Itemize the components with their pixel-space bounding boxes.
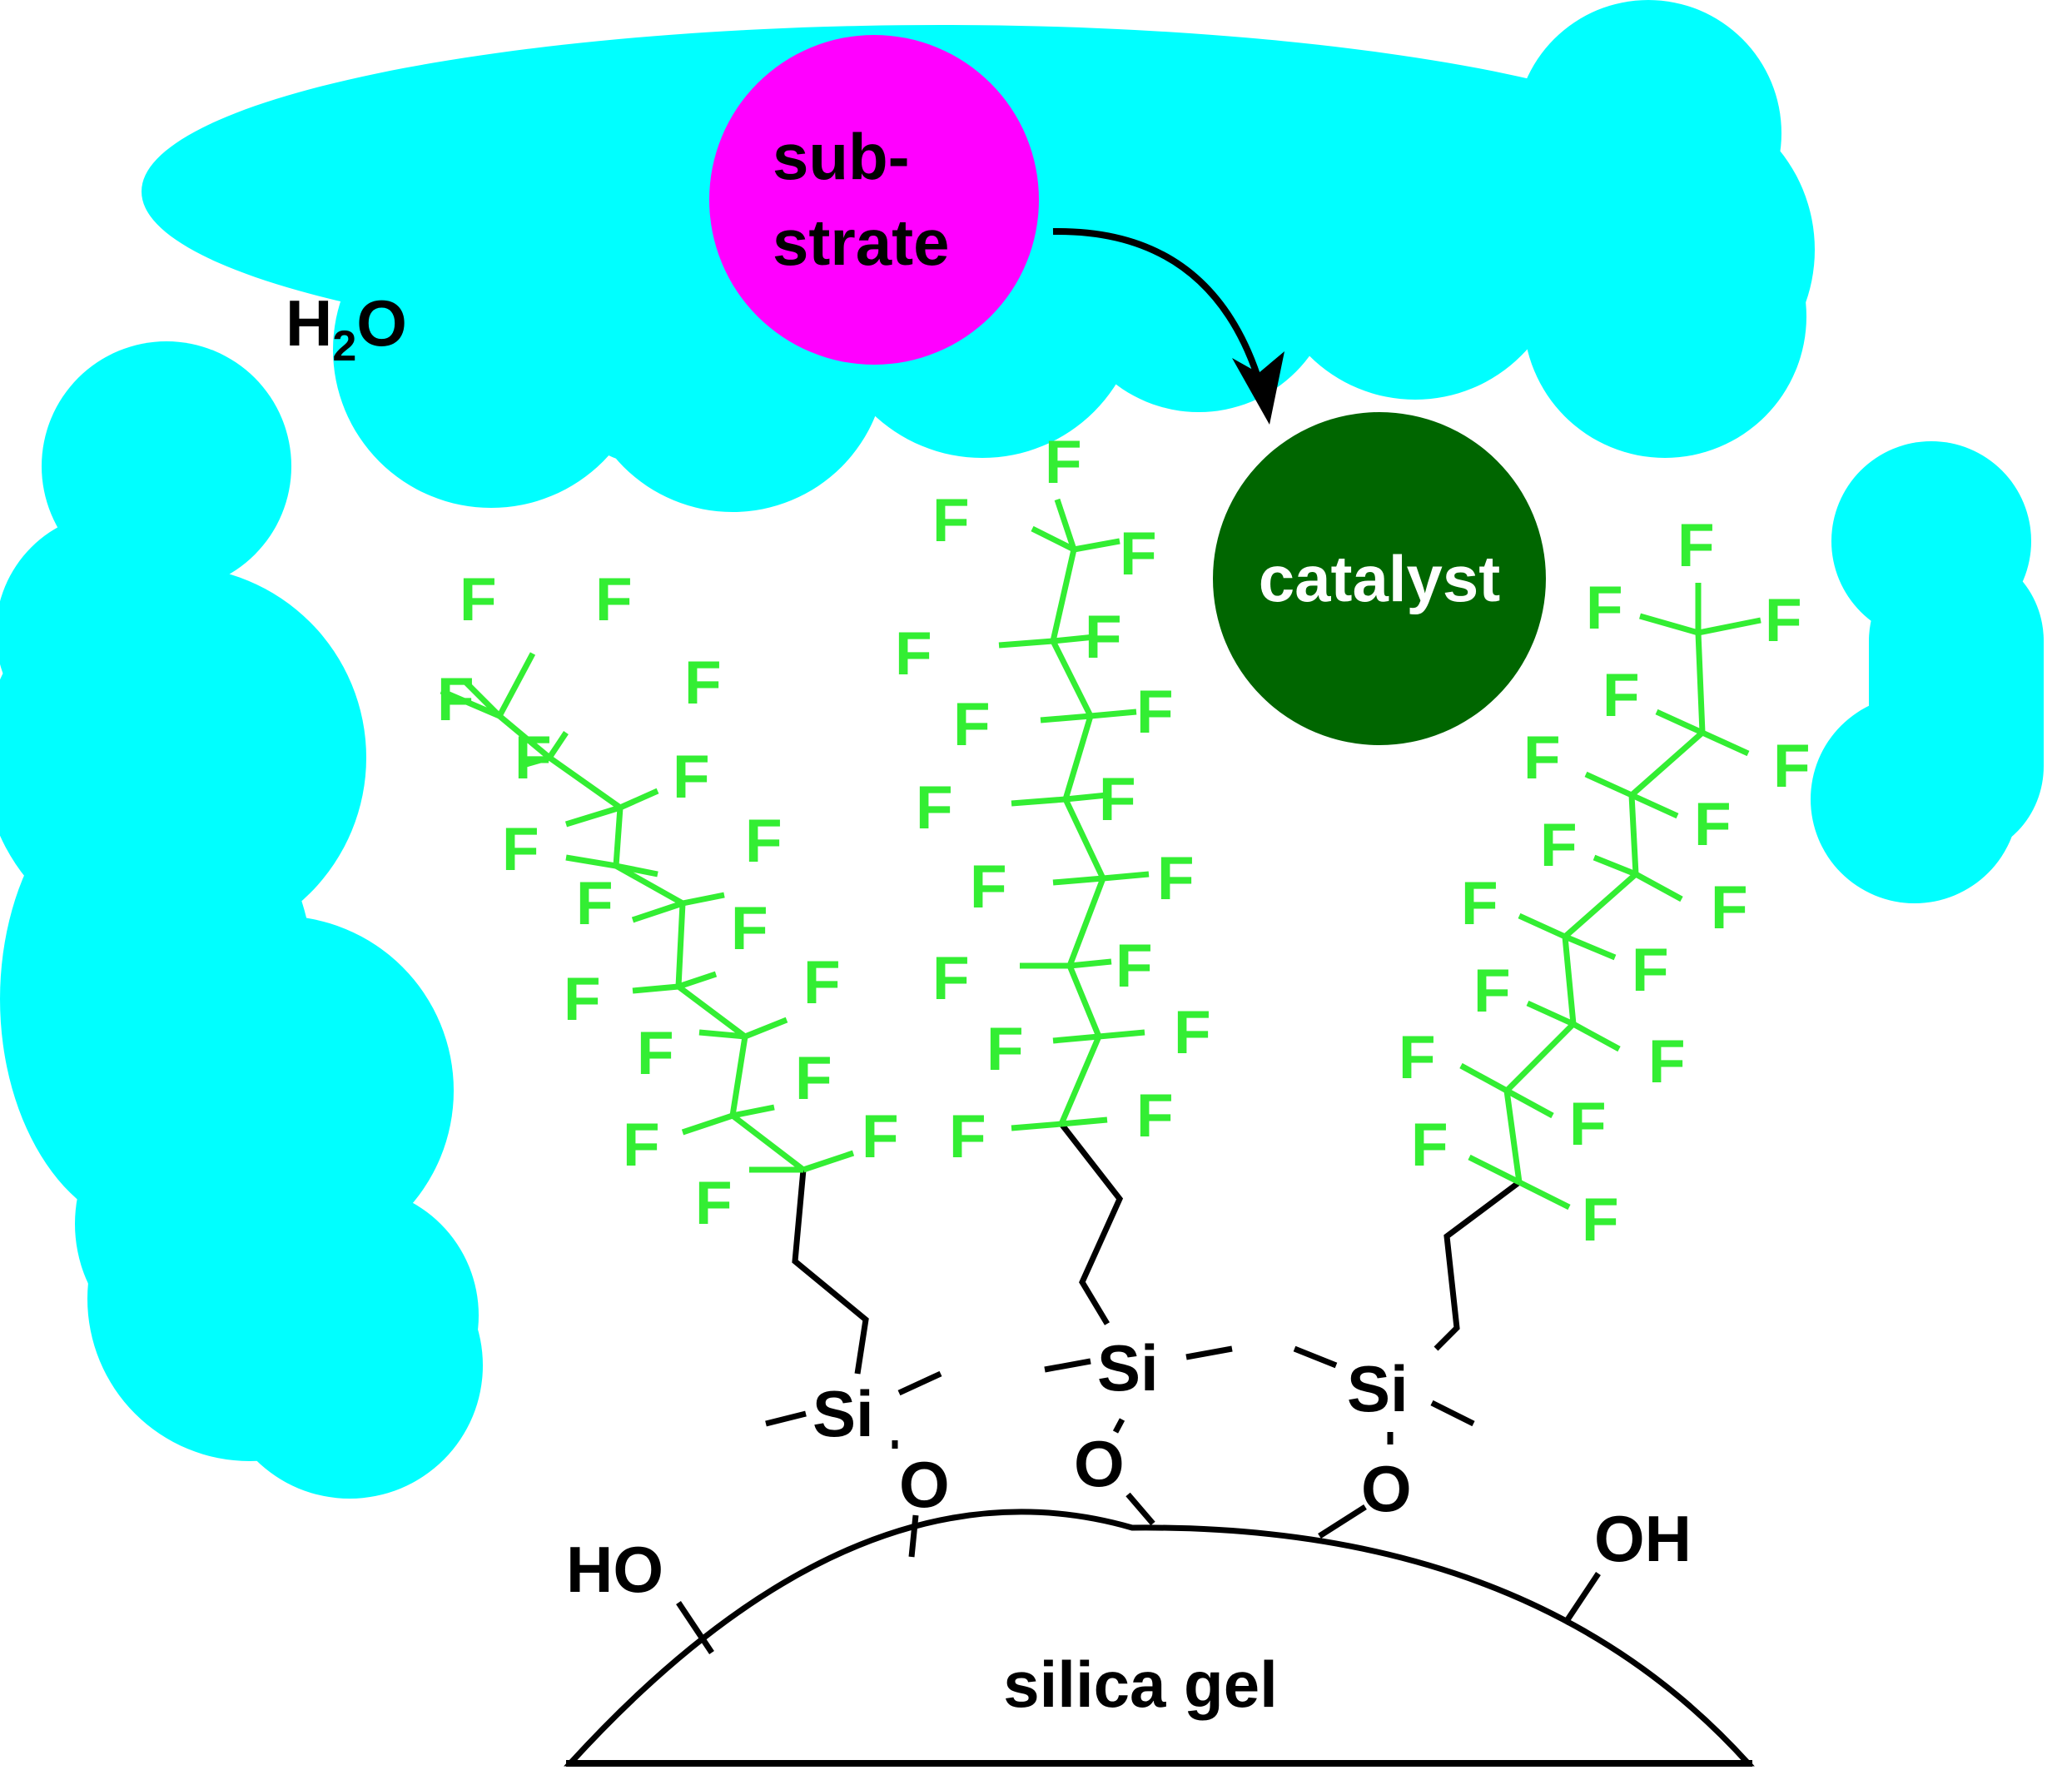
silicon-middle: Si (1097, 1331, 1159, 1405)
svg-text:F: F (1116, 932, 1153, 1000)
svg-text:F: F (862, 1103, 899, 1171)
silica-label: silica gel (1003, 1648, 1278, 1721)
svg-text:F: F (949, 1103, 986, 1171)
svg-text:F: F (437, 666, 475, 733)
svg-text:F: F (1711, 874, 1748, 942)
svg-text:F: F (795, 1045, 832, 1112)
svg-text:F: F (932, 487, 970, 554)
svg-text:F: F (695, 1170, 733, 1237)
svg-text:F: F (595, 566, 633, 634)
fluorous-chain-middle: F F F F F F F F F F F F F F F F F (895, 429, 1211, 1171)
silicon-left: Si (812, 1377, 874, 1450)
water-label: H2O (286, 286, 407, 370)
svg-text:F: F (1523, 724, 1561, 792)
fluorous-chain-left: F F F F F F F F F F F F F F F F F (437, 566, 899, 1237)
svg-text:F: F (932, 945, 970, 1012)
water-cloud-main (0, 0, 1815, 1499)
svg-text:F: F (1136, 1082, 1174, 1150)
substrate-particle: sub- strate (709, 35, 1039, 365)
svg-text:F: F (673, 743, 710, 811)
svg-text:F: F (1174, 999, 1211, 1067)
svg-text:F: F (1085, 604, 1122, 671)
fluorine-atoms-middle: F F F F F F F F F F F F F F F F F (895, 429, 1211, 1171)
svg-text:F: F (986, 1016, 1024, 1083)
oxygen-right: O (1361, 1452, 1412, 1525)
svg-text:F: F (460, 566, 497, 634)
svg-text:F: F (1773, 733, 1811, 800)
svg-text:F: F (970, 853, 1007, 921)
silicon-right: Si (1347, 1352, 1409, 1425)
svg-text:F: F (1586, 574, 1623, 642)
svg-text:F: F (1765, 587, 1802, 654)
svg-text:F: F (514, 724, 552, 792)
svg-text:F: F (637, 1020, 674, 1087)
linker-atoms: Si O Si O Si O (812, 1331, 1412, 1525)
catalyst-particle: catalyst (1213, 412, 1546, 745)
water-phase: H2O (0, 0, 2044, 1499)
fluorine-atoms-right: F F F F F F F F F F F F F F F F F (1399, 512, 1811, 1254)
oxygen-middle: O (1074, 1427, 1125, 1500)
svg-text:F: F (623, 1111, 660, 1179)
svg-text:F: F (1540, 812, 1578, 879)
svg-text:F: F (1099, 766, 1136, 833)
hydroxyl-left: HO (566, 1533, 663, 1606)
svg-text:F: F (1157, 845, 1195, 912)
svg-text:F: F (576, 870, 614, 937)
substrate-label-line2: strate (773, 206, 949, 279)
svg-text:F: F (895, 620, 932, 688)
svg-text:F: F (1473, 957, 1511, 1025)
svg-text:F: F (803, 949, 841, 1017)
svg-text:F: F (1582, 1186, 1619, 1254)
svg-text:F: F (1399, 1024, 1436, 1091)
svg-text:F: F (1045, 429, 1082, 496)
svg-text:F: F (502, 816, 539, 883)
svg-text:F: F (1648, 1028, 1686, 1096)
fluorine-atoms-left: F F F F F F F F F F F F F F F F F (437, 566, 899, 1237)
substrate-label-line1: sub- (773, 120, 910, 193)
svg-text:F: F (684, 649, 722, 717)
transfer-arrow (1052, 227, 1284, 425)
svg-text:F: F (1569, 1091, 1607, 1158)
svg-text:F: F (953, 691, 991, 758)
svg-text:F: F (916, 774, 953, 842)
svg-text:F: F (1677, 512, 1715, 579)
hydroxyl-right: OH (1594, 1502, 1692, 1575)
svg-text:F: F (1120, 520, 1157, 588)
svg-text:F: F (1461, 870, 1498, 937)
water-cloud-right (1811, 441, 2044, 903)
oxygen-left: O (899, 1448, 950, 1521)
siloxane-linkers (765, 1121, 1522, 1558)
catalyst-label: catalyst (1259, 542, 1501, 615)
svg-text:F: F (1136, 679, 1174, 746)
svg-text:F: F (1602, 662, 1640, 729)
svg-text:F: F (1411, 1111, 1448, 1179)
svg-text:F: F (745, 808, 783, 875)
fluorous-chain-right: F F F F F F F F F F F F F F F F F (1399, 512, 1811, 1254)
svg-text:F: F (731, 895, 768, 962)
svg-text:F: F (1694, 791, 1732, 858)
svg-text:F: F (564, 966, 601, 1033)
svg-text:F: F (1632, 937, 1669, 1004)
silica-gel-particle: silica gel HO OH (564, 1502, 1755, 1767)
